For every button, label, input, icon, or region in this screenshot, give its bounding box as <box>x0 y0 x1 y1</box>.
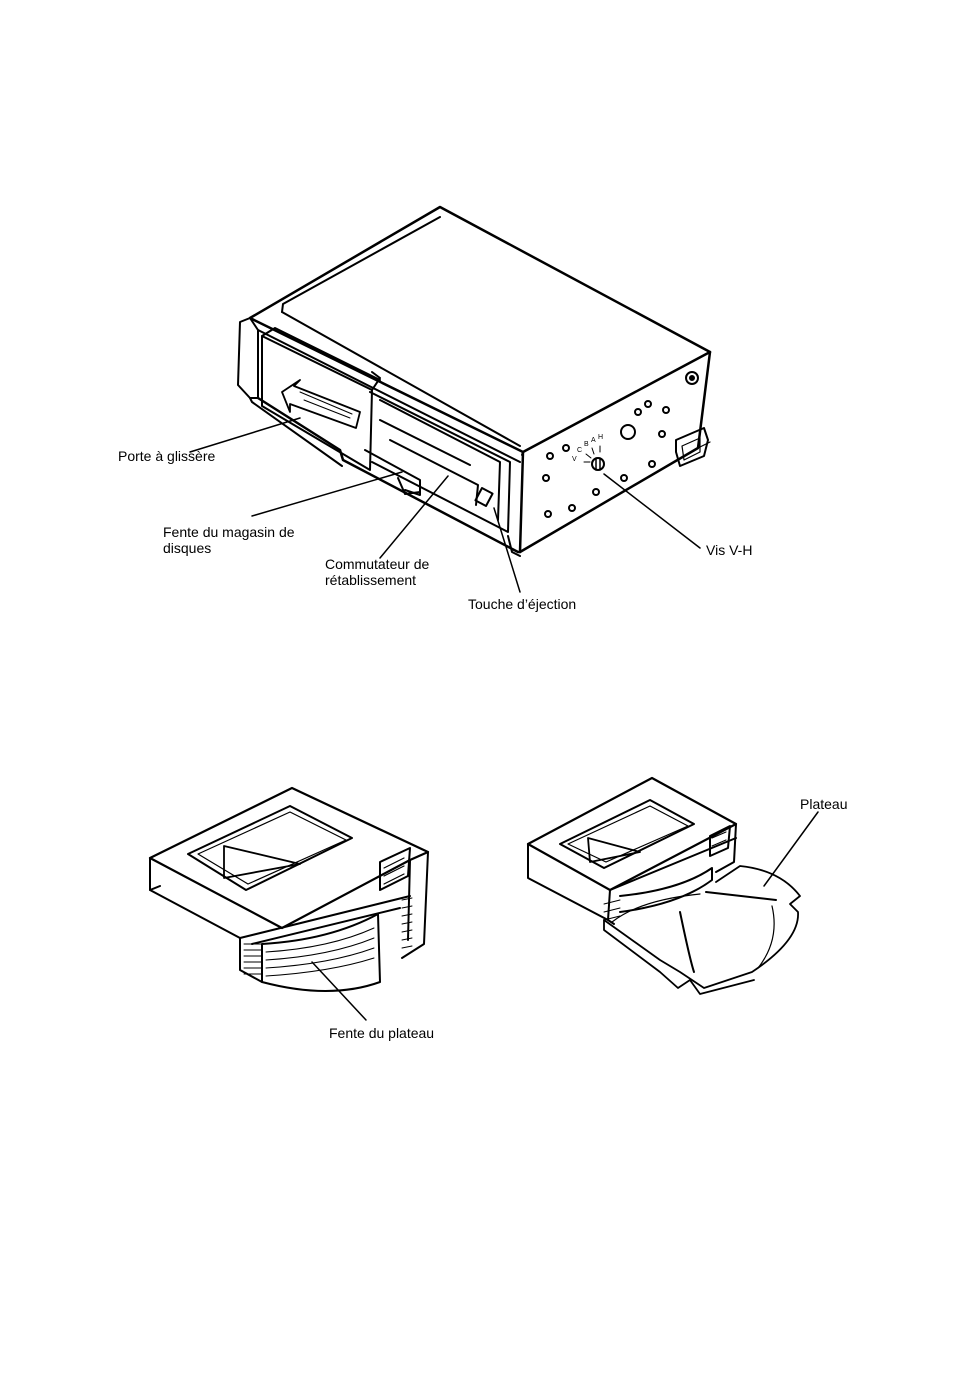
screw-mark-a: A <box>591 437 596 444</box>
label-commutateur-line1: Commutateur de <box>325 556 429 572</box>
label-porte-a-glissere: Porte à glissère <box>118 448 215 464</box>
label-touche-ejection: Touche d’éjection <box>468 596 576 612</box>
screw-mark-h: H <box>598 434 603 441</box>
screw-mark-c: C <box>577 447 582 454</box>
label-fente-magasin-line1: Fente du magasin de <box>163 524 295 540</box>
label-fente-magasin-line2: disques <box>163 540 211 556</box>
label-fente-du-plateau: Fente du plateau <box>329 1025 434 1041</box>
label-commutateur-line2: rétablissement <box>325 572 416 588</box>
cd-changer-drawing <box>238 207 710 556</box>
magazine-closed-drawing <box>150 788 428 991</box>
magazine-open-drawing <box>528 778 800 994</box>
screw-mark-v: V <box>572 456 577 463</box>
label-vis-v-h: Vis V-H <box>706 542 752 558</box>
leader-line-plateau <box>764 812 818 886</box>
label-plateau: Plateau <box>800 796 847 812</box>
screw-mark-b: B <box>584 441 589 448</box>
leader-lines-1 <box>190 418 700 592</box>
